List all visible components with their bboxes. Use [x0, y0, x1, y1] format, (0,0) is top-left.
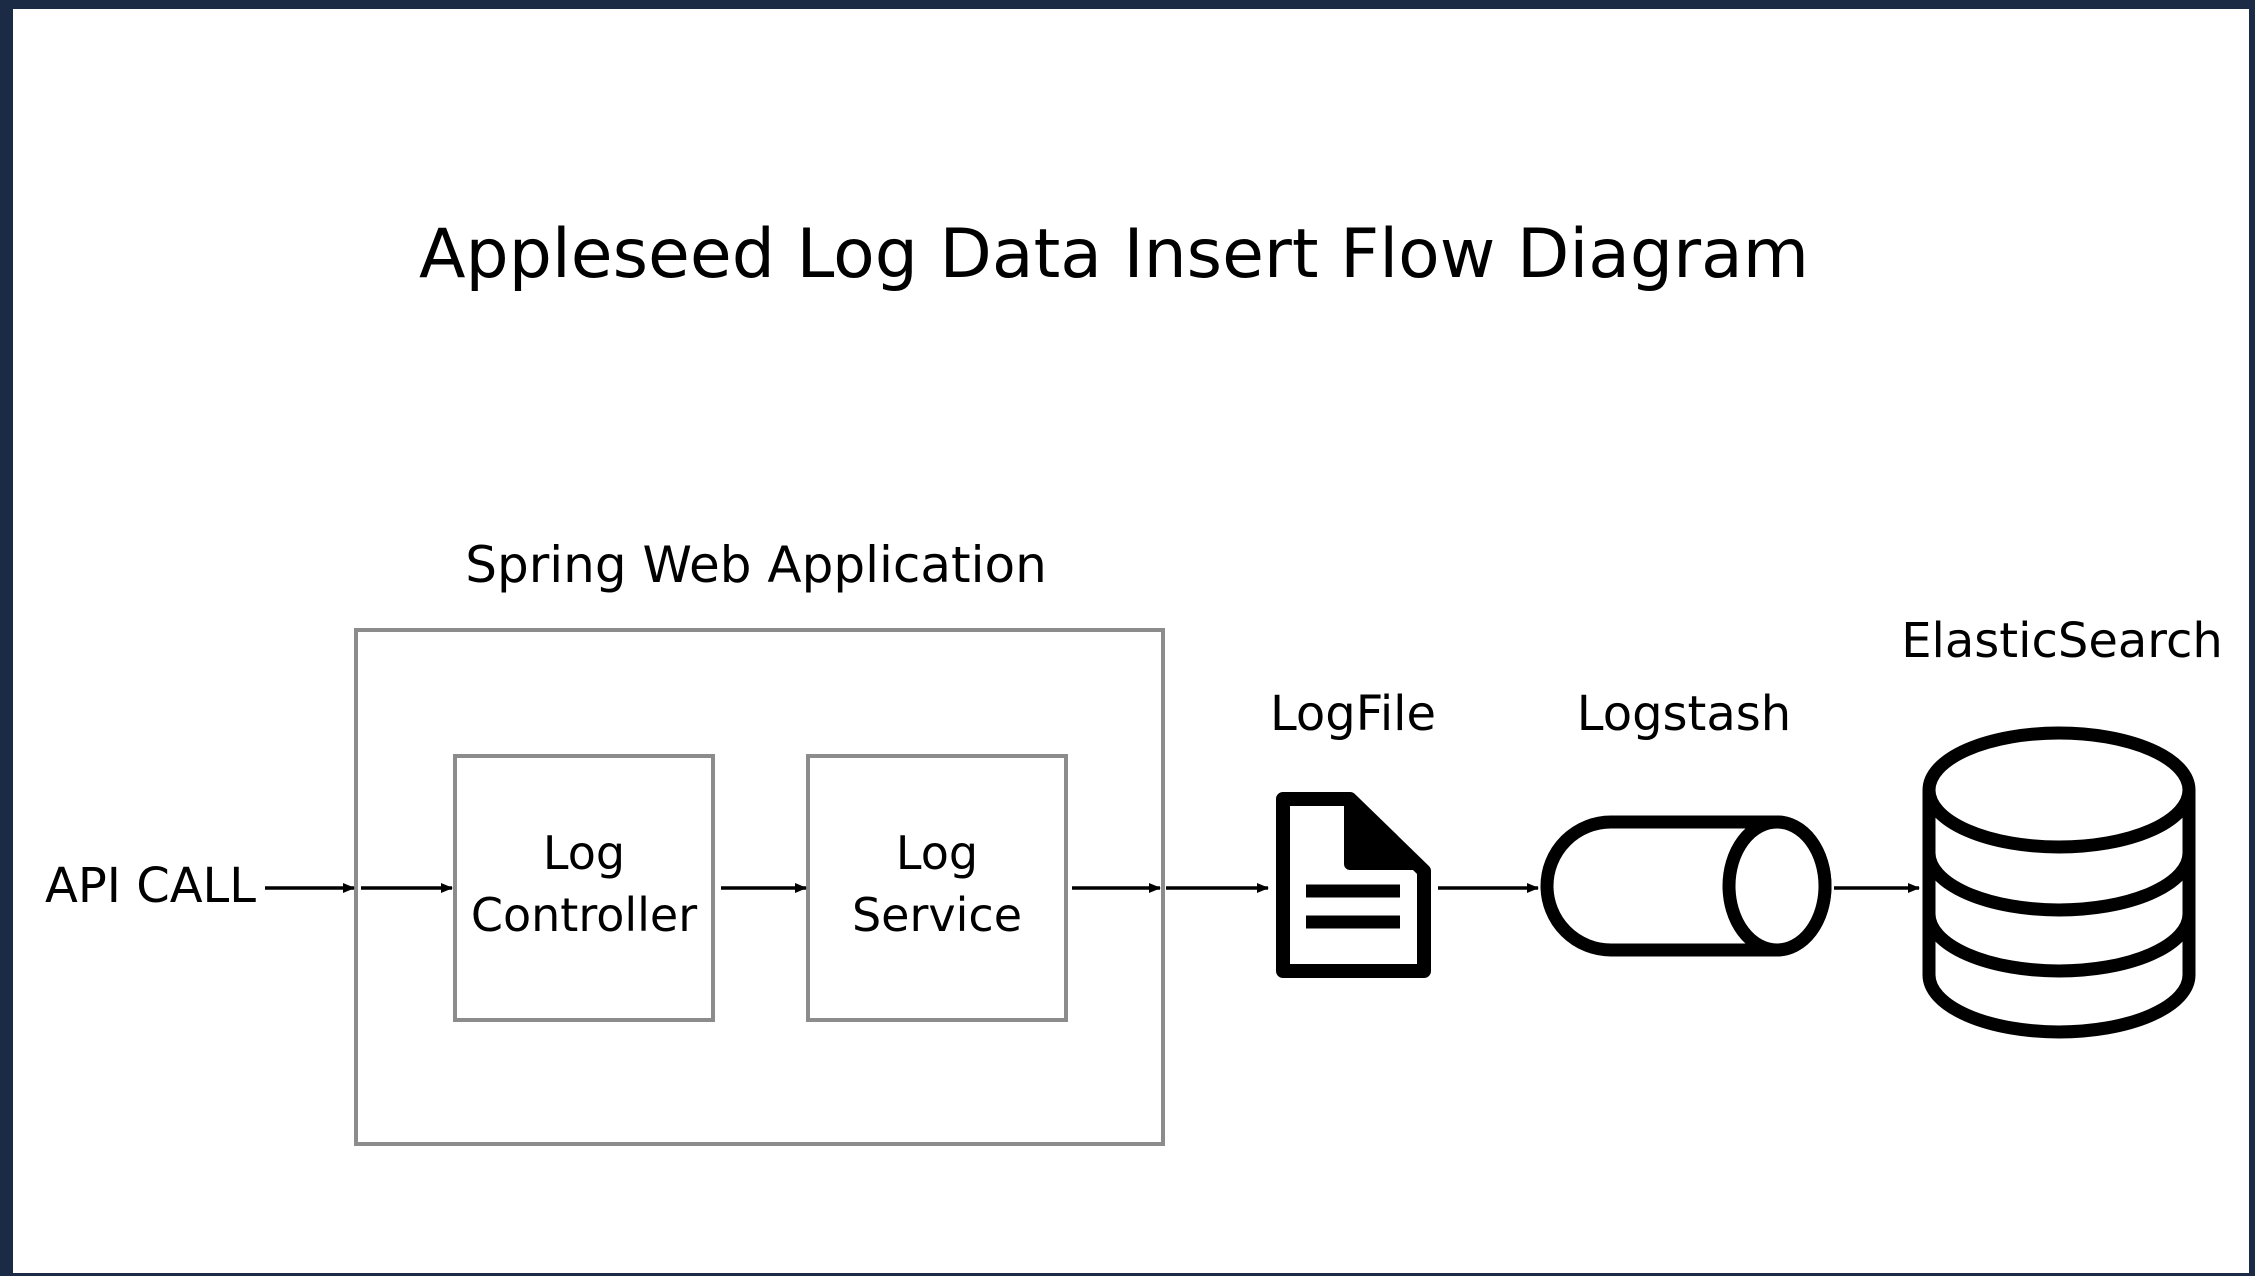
pipe-cylinder-icon — [1540, 815, 1832, 957]
container-label: Spring Web Application — [465, 536, 1047, 594]
log-controller-label-line2: Controller — [471, 888, 697, 942]
log-service-box — [806, 754, 1068, 1022]
api-call-label: API CALL — [45, 858, 256, 914]
log-controller-box — [453, 754, 715, 1022]
document-icon — [1276, 792, 1431, 978]
log-controller-label-line1: Log — [543, 826, 625, 880]
logstash-label: Logstash — [1577, 686, 1791, 742]
log-service-label-line1: Log — [896, 826, 978, 880]
database-icon — [1922, 726, 2196, 1039]
spring-web-application-box — [354, 628, 1165, 1146]
elasticsearch-label: ElasticSearch — [1901, 613, 2223, 669]
logfile-label: LogFile — [1270, 686, 1436, 742]
log-service-label-line2: Service — [852, 888, 1022, 942]
diagram-title: Appleseed Log Data Insert Flow Diagram — [419, 215, 1809, 294]
